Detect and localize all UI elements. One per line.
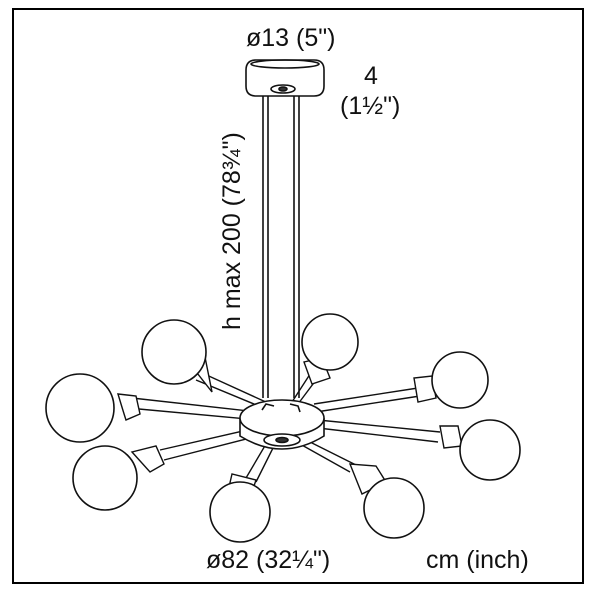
canopy-height-inch-label: (1½") [340, 92, 400, 120]
globe-upper-right [431, 351, 489, 409]
overall-diameter-label: ø82 (32¼") [206, 546, 330, 574]
ceiling-canopy [245, 59, 325, 97]
globe-lower-left [72, 445, 138, 511]
globe-left [45, 373, 115, 443]
units-label: cm (inch) [426, 546, 529, 574]
suspension-rod [262, 96, 300, 398]
globe-bottom [209, 481, 271, 543]
globe-top-right [301, 313, 359, 371]
globe-right [459, 419, 521, 481]
drawing-frame [12, 8, 584, 584]
max-height-label: h max 200 (78¾") [218, 132, 246, 330]
central-hub [239, 399, 325, 450]
globe-upper-left [141, 319, 207, 385]
canopy-height-cm-label: 4 [364, 62, 378, 90]
globe-lower-right [363, 477, 425, 539]
canopy-diameter-label: ø13 (5") [246, 24, 335, 52]
globes [45, 313, 521, 543]
